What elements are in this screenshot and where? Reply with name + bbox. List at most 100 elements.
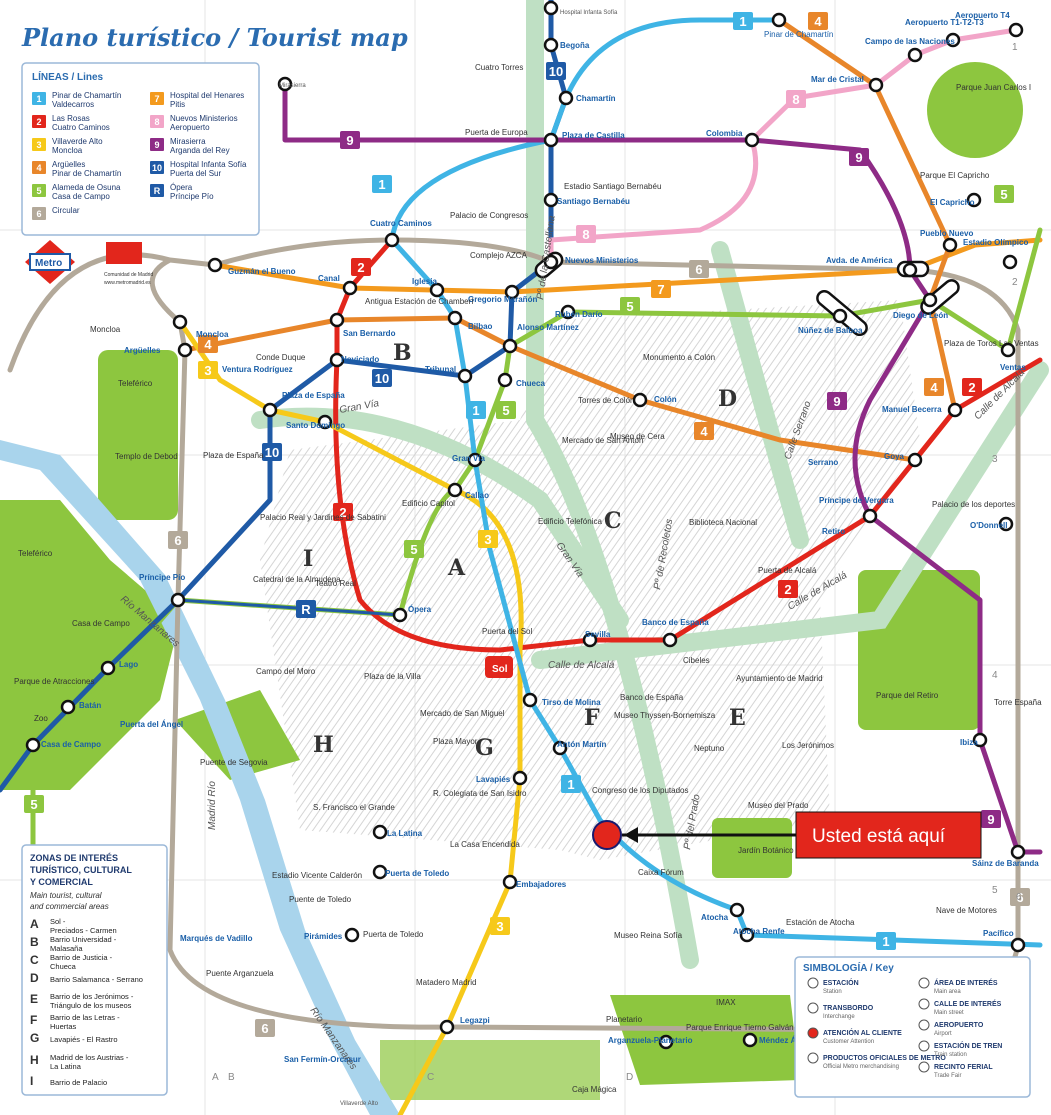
station[interactable]: Ventura Rodríguez [222,365,293,374]
station[interactable]: IMAX [716,998,736,1007]
station[interactable]: Serrano [808,458,838,467]
station-dot[interactable] [342,280,358,296]
station[interactable]: Nave de Motores [936,906,997,915]
station-dot[interactable] [552,740,568,756]
station[interactable]: Bilbao [447,310,493,331]
station-dot[interactable] [372,864,388,880]
station[interactable]: Plaza Mayor [433,737,478,746]
station-dot[interactable] [457,368,473,384]
station[interactable]: Palacio de Congresos [450,211,528,220]
station-dot[interactable] [429,282,445,298]
station-dot[interactable] [25,737,41,753]
station[interactable]: Plaza de España [203,451,264,460]
station[interactable]: Ópera [392,605,432,623]
station[interactable]: Catedral de la Almudena [253,575,341,584]
station[interactable]: Lavapiés [476,770,528,786]
station-dot[interactable] [392,607,408,623]
station[interactable]: Callao [447,482,489,500]
station-dot[interactable] [862,508,878,524]
station-dot[interactable] [947,402,963,418]
station-dot[interactable] [512,770,528,786]
station[interactable]: Diego de León [893,292,948,320]
station[interactable]: Estación de Atocha [786,918,855,927]
station[interactable]: Mirasierra [277,76,306,92]
station[interactable]: Campo del Moro [256,667,316,676]
station[interactable]: Villaverde Alto [340,1101,379,1107]
station[interactable]: Pueblo Nuevo [920,229,973,253]
station-dot[interactable] [344,927,360,943]
station[interactable]: Méndez Álvaro [742,1032,816,1048]
station[interactable]: Conde Duque [256,353,306,362]
station[interactable]: Atocha Renfe [733,927,785,943]
station[interactable]: Batán [60,699,101,715]
station-dot[interactable] [467,452,483,468]
station[interactable]: Puerta de Toledo [372,864,449,880]
station[interactable]: Cuatro Caminos [370,219,432,248]
station-dot[interactable] [560,304,576,320]
station[interactable]: Gregorio Marañón [468,284,537,304]
station[interactable]: Mercado de San Antón [562,436,643,445]
station-dot[interactable] [177,342,193,358]
station[interactable]: Casa de Campo [72,619,130,628]
station-dot[interactable] [972,732,988,748]
station-dot[interactable] [317,414,333,430]
station[interactable]: Avda. de América [826,256,918,278]
station[interactable]: Palacio Real y Jardines de Sabatini [260,513,386,522]
station-dot[interactable] [543,132,559,148]
station[interactable]: Puente Arganzuela [206,969,274,978]
station[interactable]: Banco de España [642,618,709,648]
station[interactable]: Mar de Cristal [811,75,884,93]
station[interactable]: Puerta del Sol [482,627,532,636]
station-dot[interactable] [945,32,961,48]
station-dot[interactable] [742,1032,758,1048]
station[interactable]: La Latina [372,824,423,840]
station[interactable]: Monumento a Colón [643,353,715,362]
station[interactable]: Banco de España [620,693,684,702]
station[interactable]: Alonso Martínez [502,323,579,354]
station-dot[interactable] [1008,22,1024,38]
station-dot[interactable] [632,392,648,408]
station[interactable]: Embajadores [502,874,567,890]
station[interactable]: La Casa Encendida [450,840,520,849]
station-dot[interactable] [207,257,223,273]
station[interactable]: Núñez de Balboa [798,308,863,335]
station[interactable]: Canal [318,274,358,296]
station[interactable]: S. Francisco el Grande [313,803,395,812]
station[interactable]: Príncipe de Vergara [819,496,894,524]
station[interactable]: Aeropuerto T1-T2-T3 [905,18,984,48]
station-dot[interactable] [868,77,884,93]
station[interactable]: Neptuno [694,744,725,753]
station-dot[interactable] [662,632,678,648]
station[interactable]: Parque El Capricho [920,171,990,180]
station[interactable]: Moncloa [172,314,229,339]
station[interactable]: Legazpi [439,1016,490,1035]
station[interactable]: O'Donnell [970,516,1014,532]
station-dot[interactable] [582,632,598,648]
station[interactable]: Gran Vía [452,452,485,468]
station[interactable]: Ibiza [960,732,988,748]
station[interactable]: Mercado de San Miguel [420,709,505,718]
station[interactable]: Arganzuela-Planetario [608,1034,693,1050]
station[interactable]: Puente de Segovia [200,758,268,767]
station[interactable]: Chueca [497,372,545,388]
station[interactable]: Edificio Telefónica [538,517,602,526]
station[interactable]: Rubén Darío [555,304,603,320]
station[interactable]: R. Colegiata de San Isidro [433,789,527,798]
station[interactable]: Museo Reina Sofía [614,931,683,940]
station[interactable]: Torre España [994,698,1042,707]
station[interactable]: El Capricho [930,192,982,208]
station[interactable]: Santo Domingo [286,414,345,430]
station-dot[interactable] [907,452,923,468]
station[interactable]: Lago [100,660,138,676]
station[interactable]: Atocha [701,902,745,922]
station[interactable]: Torres de Colón [578,396,634,405]
station[interactable]: Los Jerónimos [782,741,834,750]
station[interactable]: Hospital Infanta Sofía [543,0,618,16]
station-dot[interactable] [502,874,518,890]
station[interactable]: Plaza de la Villa [364,672,421,681]
station[interactable]: Cibeles [683,656,710,665]
station-dot[interactable] [262,402,278,418]
station[interactable]: Manuel Becerra [882,402,963,418]
station[interactable]: Guzmán el Bueno [207,257,296,276]
station[interactable]: Sevilla [582,630,611,648]
